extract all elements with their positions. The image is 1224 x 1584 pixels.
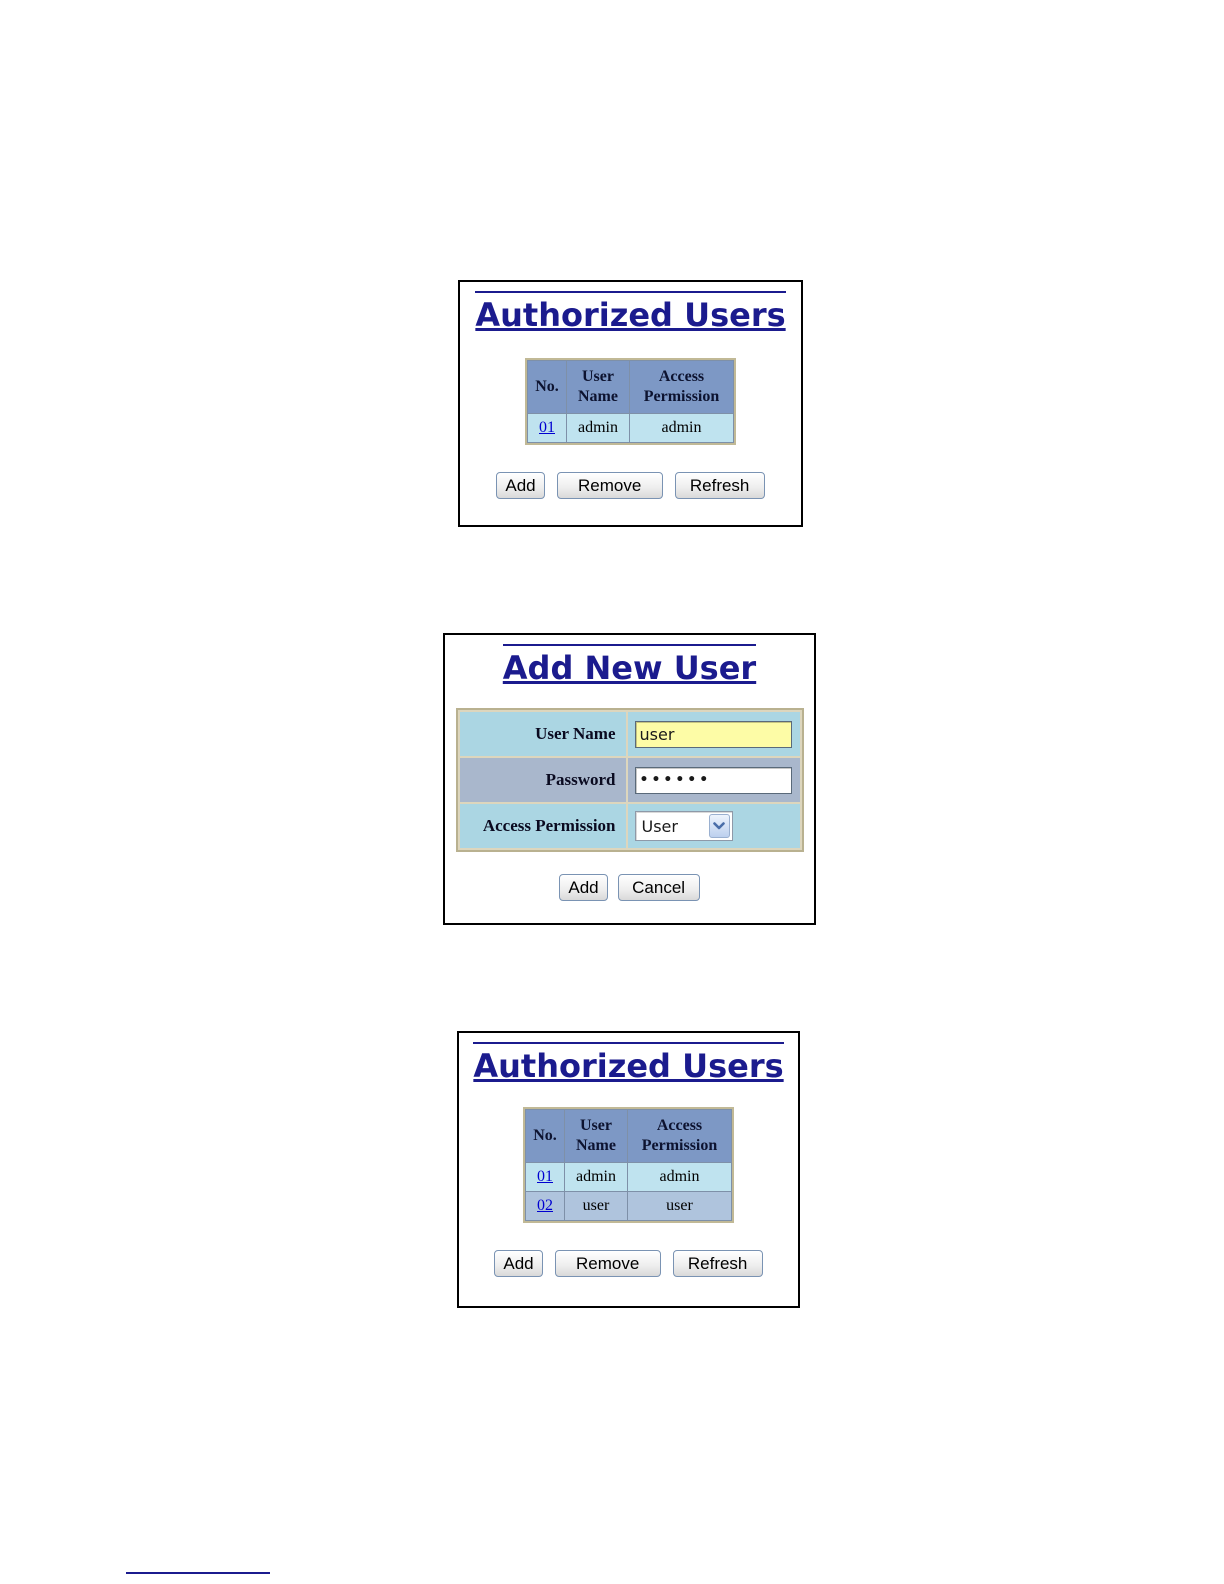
password-row: Password <box>459 758 800 803</box>
access-permission-cell: user <box>628 1192 731 1221</box>
row-number-cell: 01 <box>528 414 566 443</box>
access-permission-cell: admin <box>628 1163 731 1192</box>
cancel-button[interactable]: Cancel <box>617 874 700 902</box>
column-header-no: No. <box>528 361 566 414</box>
user-name-cell: admin <box>565 1163 627 1192</box>
button-row: Add Remove Refresh <box>494 1250 763 1278</box>
user-name-field-cell <box>627 712 800 757</box>
add-new-user-panel: Add New User User Name Password Access P… <box>443 633 816 925</box>
access-permission-cell: admin <box>630 414 733 443</box>
add-button[interactable]: Add <box>494 1250 543 1278</box>
select-value: User <box>641 816 678 836</box>
page-title: Add New User <box>502 644 757 686</box>
column-header-access-permission: Access Permission <box>628 1110 731 1163</box>
authorized-users-table: No. User Name Access Permission 01 admin… <box>523 1107 734 1224</box>
table-header-row: No. User Name Access Permission <box>528 361 733 414</box>
button-row: Add Remove Refresh <box>496 472 765 500</box>
user-name-label: User Name <box>459 712 626 757</box>
next-section-overline <box>126 1572 270 1574</box>
row-number-cell: 01 <box>526 1163 564 1192</box>
access-permission-field-cell: User <box>627 804 800 849</box>
access-permission-select[interactable]: User <box>634 811 733 842</box>
password-input[interactable] <box>634 766 792 794</box>
add-user-form: User Name Password Access Permission <box>455 708 804 853</box>
table-row: 01 admin admin <box>528 414 733 443</box>
user-row-link[interactable]: 01 <box>539 419 555 437</box>
chevron-down-icon <box>708 814 730 839</box>
password-label: Password <box>459 758 626 803</box>
password-field-cell <box>627 758 800 803</box>
column-header-access-permission: Access Permission <box>630 361 733 414</box>
access-permission-row: Access Permission User <box>459 804 800 849</box>
table-row: 02 user user <box>526 1192 731 1221</box>
authorized-users-panel-1: Authorized Users No. User Name Access Pe… <box>458 280 803 527</box>
button-row: Add Cancel <box>559 874 700 902</box>
authorized-users-table: No. User Name Access Permission 01 admin… <box>525 358 736 446</box>
authorized-users-panel-2: Authorized Users No. User Name Access Pe… <box>457 1031 800 1308</box>
remove-button[interactable]: Remove <box>556 472 663 500</box>
user-name-cell: admin <box>567 414 629 443</box>
refresh-button[interactable]: Refresh <box>672 1250 763 1278</box>
column-header-user-name: User Name <box>565 1110 627 1163</box>
table-header-row: No. User Name Access Permission <box>526 1110 731 1163</box>
table-row: 01 admin admin <box>526 1163 731 1192</box>
add-button[interactable]: Add <box>496 472 545 500</box>
user-row-link[interactable]: 02 <box>537 1197 553 1215</box>
access-permission-label: Access Permission <box>459 804 626 849</box>
refresh-button[interactable]: Refresh <box>674 472 765 500</box>
add-button[interactable]: Add <box>559 874 608 902</box>
column-header-no: No. <box>526 1110 564 1163</box>
user-row-link[interactable]: 01 <box>537 1168 553 1186</box>
remove-button[interactable]: Remove <box>554 1250 661 1278</box>
column-header-user-name: User Name <box>567 361 629 414</box>
user-name-cell: user <box>565 1192 627 1221</box>
page-title: Authorized Users <box>473 1042 784 1084</box>
row-number-cell: 02 <box>526 1192 564 1221</box>
page-title: Authorized Users <box>475 291 786 333</box>
user-name-input[interactable] <box>634 720 792 748</box>
user-name-row: User Name <box>459 712 800 757</box>
